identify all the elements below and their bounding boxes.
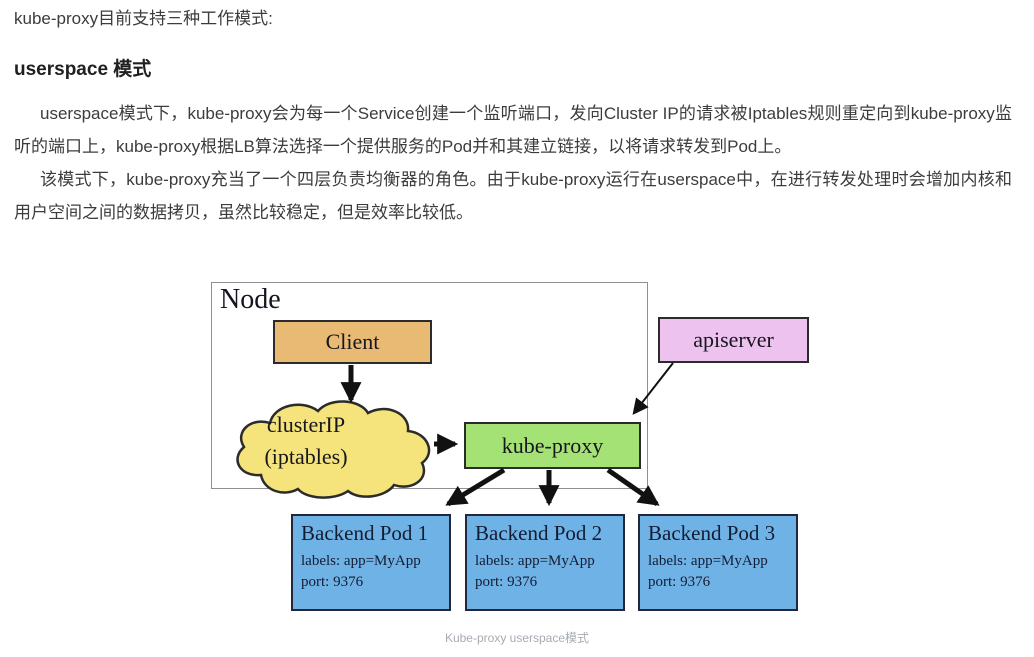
cluster-ip-line1: clusterIP xyxy=(266,412,346,437)
kube-proxy-userspace-diagram: Node Client apiserver kube-proxy xyxy=(0,278,1034,657)
pod-3-port: port: 9376 xyxy=(648,574,711,590)
pod-1-port: port: 9376 xyxy=(301,574,364,590)
intro-text: kube-proxy目前支持三种工作模式: xyxy=(14,9,273,28)
pod-3-title: Backend Pod 3 xyxy=(648,521,776,545)
pod-2-title: Backend Pod 2 xyxy=(475,521,603,545)
pod-1-labels: labels: app=MyApp xyxy=(301,553,421,569)
node-label: Node xyxy=(220,284,281,315)
kube-proxy-box: kube-proxy xyxy=(464,422,641,469)
backend-pod-1-box: Backend Pod 1 labels: app=MyApp port: 93… xyxy=(291,514,451,611)
backend-pod-2-box: Backend Pod 2 labels: app=MyApp port: 93… xyxy=(465,514,625,611)
pod-2-labels: labels: app=MyApp xyxy=(475,553,595,569)
paragraph-2: 该模式下，kube-proxy充当了一个四层负责均衡器的角色。由于kube-pr… xyxy=(14,170,1012,222)
apiserver-box: apiserver xyxy=(658,317,809,363)
cluster-ip-cloud-text: clusterIP (iptables) xyxy=(239,409,373,473)
pod-2-port: port: 9376 xyxy=(475,574,538,590)
paragraph-1: userspace模式下，kube-proxy会为每一个Service创建一个监… xyxy=(14,104,1012,156)
body-text: userspace模式下，kube-proxy会为每一个Service创建一个监… xyxy=(14,97,1012,229)
backend-pod-3-box: Backend Pod 3 labels: app=MyApp port: 93… xyxy=(638,514,798,611)
figure-caption: Kube-proxy userspace模式 xyxy=(444,631,590,645)
apiserver-label: apiserver xyxy=(693,327,774,352)
client-box: Client xyxy=(273,320,432,364)
client-label: Client xyxy=(325,329,380,354)
cluster-ip-line2: (iptables) xyxy=(264,444,348,469)
kube-proxy-label: kube-proxy xyxy=(501,432,604,458)
pod-1-title: Backend Pod 1 xyxy=(301,521,429,545)
section-heading: userspace 模式 xyxy=(14,59,152,80)
pod-3-labels: labels: app=MyApp xyxy=(648,553,768,569)
